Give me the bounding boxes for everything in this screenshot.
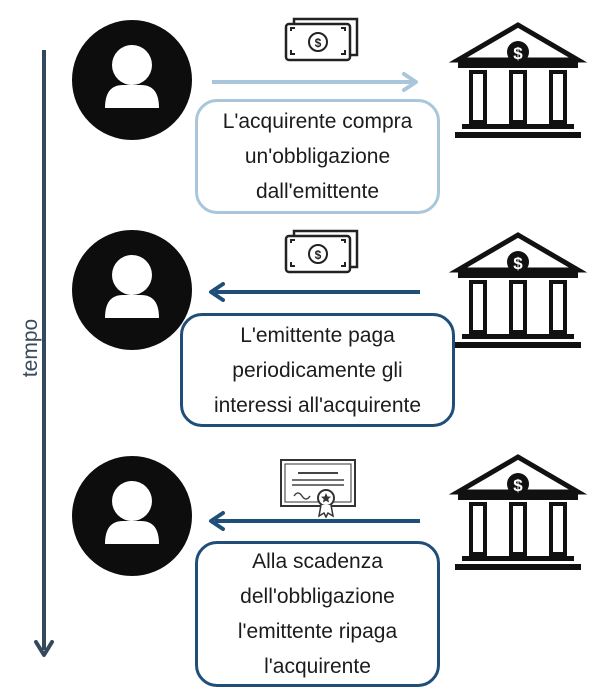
caption-line: un'obbligazione: [244, 145, 391, 168]
caption-line: L'acquirente compra: [222, 110, 413, 133]
banknote-icon: [284, 229, 359, 274]
caption-line: L'emittente paga: [240, 323, 395, 347]
caption-line: l'emittente ripaga: [237, 620, 398, 643]
buyer-person-icon: [72, 456, 192, 576]
banknote-icon: [284, 17, 359, 62]
issuer-bank-icon: [455, 457, 581, 570]
caption-line: dell'obbligazione: [240, 585, 395, 608]
caption-line: l'acquirente: [264, 655, 371, 678]
timeline-arrow: [34, 50, 54, 657]
arrow-right-buyer-to-issuer: [212, 72, 418, 92]
timeline-label: tempo: [19, 318, 42, 378]
step-3-caption: Alla scadenza dell'obbligazione l'emitte…: [195, 541, 440, 687]
buyer-person-icon: [72, 230, 192, 350]
arrow-left-issuer-to-buyer: [209, 511, 420, 531]
buyer-person-icon: [72, 20, 192, 140]
caption-line: Alla scadenza: [252, 550, 383, 573]
step-1-caption: L'acquirente compra un'obbligazione dall…: [195, 99, 440, 214]
issuer-bank-icon: [455, 235, 581, 348]
issuer-bank-icon: [455, 25, 581, 138]
step-2-caption: L'emittente paga periodicamente gli inte…: [180, 313, 455, 427]
caption-line: interessi all'acquirente: [213, 393, 422, 417]
arrow-left-issuer-to-buyer: [209, 282, 420, 302]
certificate-icon: [280, 459, 356, 518]
caption-line: dall'emittente: [255, 180, 380, 203]
caption-line: periodicamente gli: [232, 358, 403, 382]
